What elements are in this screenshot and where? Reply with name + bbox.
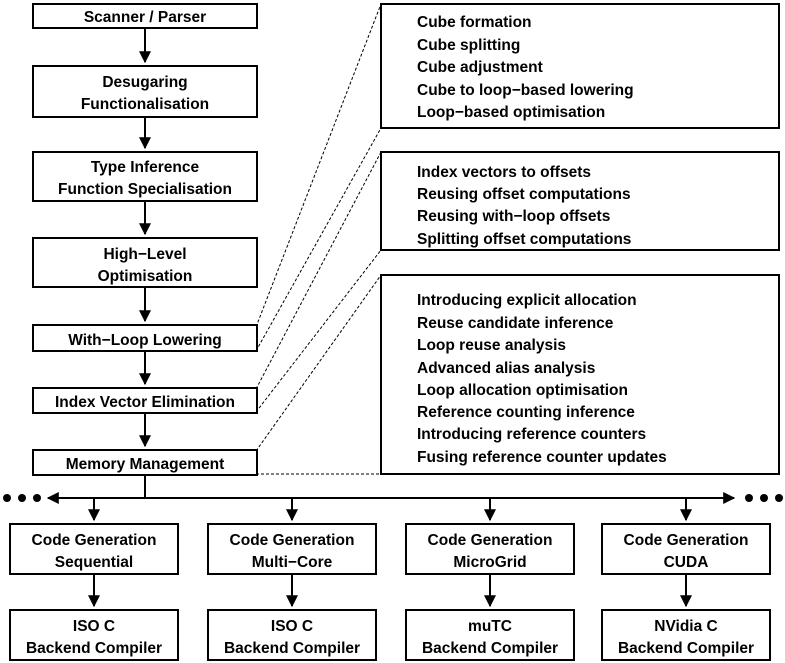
codegen-label: Code Generation: [230, 532, 355, 549]
codegen-label: Sequential: [55, 554, 133, 571]
ellipsis-dot-right: [775, 494, 783, 502]
stage-scanner-parser: Scanner / Parser: [32, 3, 258, 29]
detail-item: Reusing offset computations: [417, 186, 631, 203]
detail-connectors: [255, 3, 382, 475]
stage-label: Functionalisation: [81, 96, 209, 113]
detail-item: Splitting offset computations: [417, 231, 631, 248]
ellipsis-dot-left: [18, 494, 26, 502]
stage-with-loop-lowering: With−Loop Lowering: [32, 324, 258, 352]
stage-label: Index Vector Elimination: [55, 394, 235, 411]
codegen-microgrid: Code Generation MicroGrid: [405, 523, 575, 575]
backend-microgrid: muTC Backend Compiler: [405, 609, 575, 661]
stage-label: Memory Management: [66, 456, 224, 473]
backend-label: muTC: [468, 618, 512, 635]
detail-item: Cube to loop−based lowering: [417, 82, 634, 99]
detail-box-index-vector-elimination: Index vectors to offsets Reusing offset …: [380, 151, 780, 251]
detail-item: Introducing explicit allocation: [417, 292, 637, 309]
stage-label: With−Loop Lowering: [68, 332, 222, 349]
stage-memory-management: Memory Management: [32, 449, 258, 476]
ellipsis-dot-left: [3, 494, 11, 502]
detail-box-memory-management: Introducing explicit allocation Reuse ca…: [380, 274, 780, 475]
backend-arrows: [88, 574, 692, 608]
codegen-label: CUDA: [664, 554, 709, 571]
detail-item: Reuse candidate inference: [417, 315, 614, 332]
stage-high-level-optimisation: High−Level Optimisation: [32, 237, 258, 288]
stage-desugaring: Desugaring Functionalisation: [32, 65, 258, 118]
detail-item: Index vectors to offsets: [417, 164, 591, 181]
detail-item: Cube splitting: [417, 37, 520, 54]
backend-cuda: NVidia C Backend Compiler: [601, 609, 771, 661]
codegen-label: Multi−Core: [252, 554, 333, 571]
codegen-label: Code Generation: [624, 532, 749, 549]
stage-label: Type Inference: [91, 159, 200, 176]
ellipsis-dot-left: [33, 494, 41, 502]
stage-label: Optimisation: [98, 268, 193, 285]
stage-index-vector-elimination: Index Vector Elimination: [32, 387, 258, 414]
backend-label: NVidia C: [654, 618, 717, 635]
ellipsis-dot-right: [760, 494, 768, 502]
ellipsis-dot-right: [745, 494, 753, 502]
stage-type-inference: Type Inference Function Specialisation: [32, 151, 258, 202]
backend-label: Backend Compiler: [422, 640, 558, 657]
codegen-label: Code Generation: [428, 532, 553, 549]
detail-item: Loop allocation optimisation: [417, 382, 628, 399]
detail-item: Reference counting inference: [417, 404, 635, 421]
distribution-bus: [3, 475, 783, 522]
detail-item: Reusing with−loop offsets: [417, 208, 610, 225]
backend-label: ISO C: [73, 618, 115, 635]
stage-label: Scanner / Parser: [84, 9, 206, 26]
codegen-cuda: Code Generation CUDA: [601, 523, 771, 575]
detail-item: Introducing reference counters: [417, 426, 646, 443]
stage-label: High−Level: [103, 246, 186, 263]
codegen-label: MicroGrid: [453, 554, 526, 571]
stage-label: Function Specialisation: [58, 181, 232, 198]
detail-item: Cube formation: [417, 14, 532, 31]
detail-item: Loop reuse analysis: [417, 337, 566, 354]
detail-item: Advanced alias analysis: [417, 360, 595, 377]
stage-label: Desugaring: [102, 74, 187, 91]
detail-item: Cube adjustment: [417, 59, 543, 76]
codegen-label: Code Generation: [32, 532, 157, 549]
detail-box-with-loop-lowering: Cube formation Cube splitting Cube adjus…: [380, 3, 780, 129]
codegen-sequential: Code Generation Sequential: [9, 523, 179, 575]
detail-item: Fusing reference counter updates: [417, 449, 667, 466]
codegen-multicore: Code Generation Multi−Core: [207, 523, 377, 575]
detail-item: Loop−based optimisation: [417, 104, 605, 121]
backend-label: Backend Compiler: [618, 640, 754, 657]
backend-label: Backend Compiler: [26, 640, 162, 657]
backend-multicore: ISO C Backend Compiler: [207, 609, 377, 661]
backend-label: ISO C: [271, 618, 313, 635]
backend-label: Backend Compiler: [224, 640, 360, 657]
backend-sequential: ISO C Backend Compiler: [9, 609, 179, 661]
